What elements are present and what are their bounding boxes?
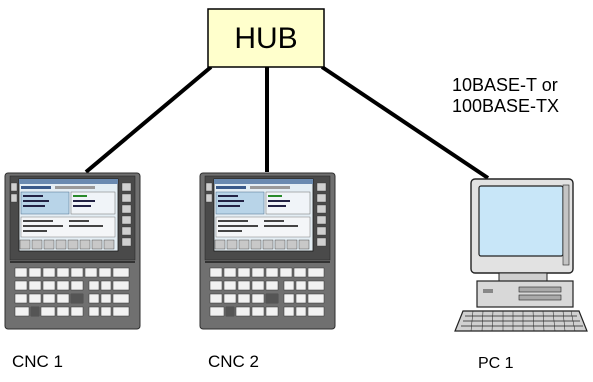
cable-hub-pc1 (320, 65, 490, 180)
network-note-line2: 100BASE-TX (452, 96, 559, 116)
cnc1-label: CNC 1 (12, 352, 64, 371)
hub-box: HUB (207, 8, 325, 68)
hub-label: HUB (234, 22, 297, 55)
network-note: 10BASE-T or 100BASE-TX (452, 75, 559, 116)
network-note-line1: 10BASE-T or (452, 75, 558, 95)
pc1-label: PC 1 (478, 355, 514, 372)
pc1-computer (454, 178, 588, 332)
cnc2-label: CNC 2 (208, 352, 260, 371)
cnc2-panel (199, 172, 336, 330)
hub-rect (207, 8, 325, 68)
cable-lines (84, 65, 490, 180)
cable-hub-cnc1 (84, 65, 213, 174)
cnc1-panel (4, 172, 141, 330)
